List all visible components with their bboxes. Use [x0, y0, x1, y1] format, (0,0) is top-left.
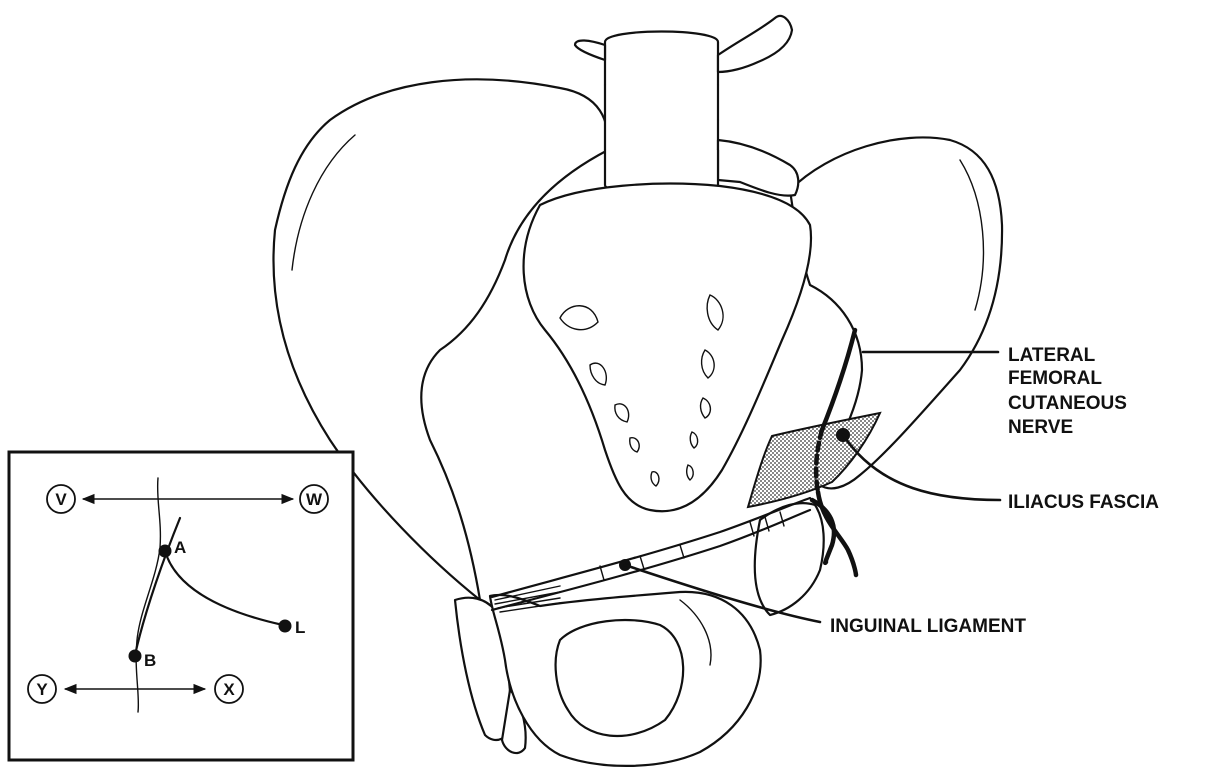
- x-direction-label: X: [223, 680, 235, 699]
- obturator-foramen: [556, 620, 684, 736]
- nerve-label-line-2: FEMORAL: [1008, 368, 1102, 389]
- lumbar-vertebra: [605, 32, 718, 95]
- point-b-marker: [129, 650, 142, 663]
- nerve-label-line-3: CUTANEOUS: [1008, 393, 1127, 414]
- point-a-label: A: [174, 538, 186, 557]
- iliacus-fascia-label: ILIACUS FASCIA: [1008, 492, 1159, 513]
- v-direction-label: V: [55, 490, 67, 509]
- point-b-label: B: [144, 651, 156, 670]
- point-a-marker: [159, 545, 172, 558]
- w-direction-label: W: [306, 490, 323, 509]
- pelvis-illustration: [273, 16, 1002, 766]
- y-direction-label: Y: [36, 680, 48, 699]
- inset-panel: V W Y X A B L: [9, 452, 353, 760]
- nerve-label-line-1: LATERAL: [1008, 345, 1096, 366]
- nerve-label-line-4: NERVE: [1008, 417, 1073, 438]
- point-l-marker: [279, 620, 292, 633]
- inguinal-ligament-label: INGUINAL LIGAMENT: [830, 616, 1026, 637]
- point-l-label: L: [295, 618, 305, 637]
